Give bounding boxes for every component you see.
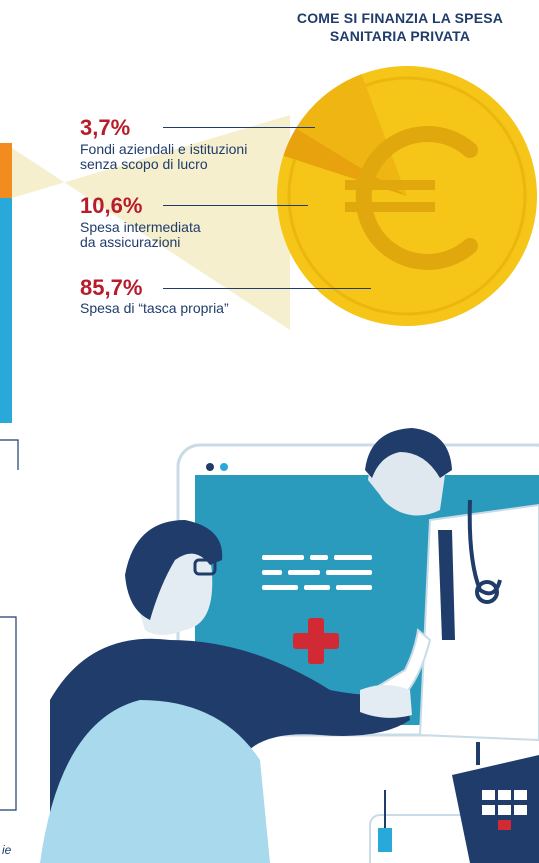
coin-rim bbox=[287, 76, 527, 316]
desk-objects bbox=[369, 742, 539, 863]
left-bar-blue bbox=[0, 198, 12, 423]
label-fondi: Fondi aziendali e istituzioni senza scop… bbox=[80, 142, 247, 172]
label-fondi-line2: senza scopo di lucro bbox=[80, 156, 208, 172]
calendar-icon bbox=[452, 755, 539, 863]
label-tasca-propria: Spesa di “tasca propria” bbox=[80, 301, 229, 316]
footer-text: ie bbox=[2, 843, 12, 857]
euro-bar-top bbox=[345, 180, 435, 190]
euro-bar-bottom bbox=[345, 202, 435, 212]
euro-icon bbox=[355, 126, 478, 270]
label-tasca-propria-line1: Spesa di “tasca propria” bbox=[80, 300, 229, 316]
left-bracket-line bbox=[0, 439, 19, 470]
medical-cross-icon bbox=[293, 618, 339, 664]
label-fondi-line1: Fondi aziendali e istituzioni bbox=[80, 141, 248, 157]
leader-line-tasca-propria bbox=[163, 288, 371, 289]
euro-coin-pie bbox=[277, 66, 537, 326]
label-assicurazioni-line2: da assicurazioni bbox=[80, 234, 181, 250]
label-assicurazioni: Spesa intermediata da assicurazioni bbox=[80, 220, 201, 250]
left-bar-orange bbox=[0, 143, 12, 198]
percent-assicurazioni: 10,6% bbox=[80, 193, 143, 218]
screen-text-lines bbox=[262, 555, 372, 590]
leader-line-assicurazioni bbox=[163, 205, 308, 206]
title-line-1: COME SI FINANZIA LA SPESA bbox=[296, 10, 504, 26]
left-bar-graphic bbox=[0, 143, 19, 811]
coin-beam bbox=[12, 115, 290, 330]
left-box-outline bbox=[0, 616, 17, 811]
leader-line-fondi bbox=[163, 127, 315, 128]
label-assicurazioni-line1: Spesa intermediata bbox=[80, 219, 201, 235]
title-line-2: SANITARIA PRIVATA bbox=[329, 28, 471, 44]
pie-slice-fondi bbox=[283, 128, 407, 196]
percent-fondi: 3,7% bbox=[80, 115, 131, 140]
percent-tasca-propria: 85,7% bbox=[80, 275, 143, 300]
patient-figure bbox=[40, 520, 412, 863]
infographic-title: COME SI FINANZIA LA SPESA SANITARIA PRIV… bbox=[230, 9, 539, 45]
doctor-figure bbox=[365, 428, 539, 742]
